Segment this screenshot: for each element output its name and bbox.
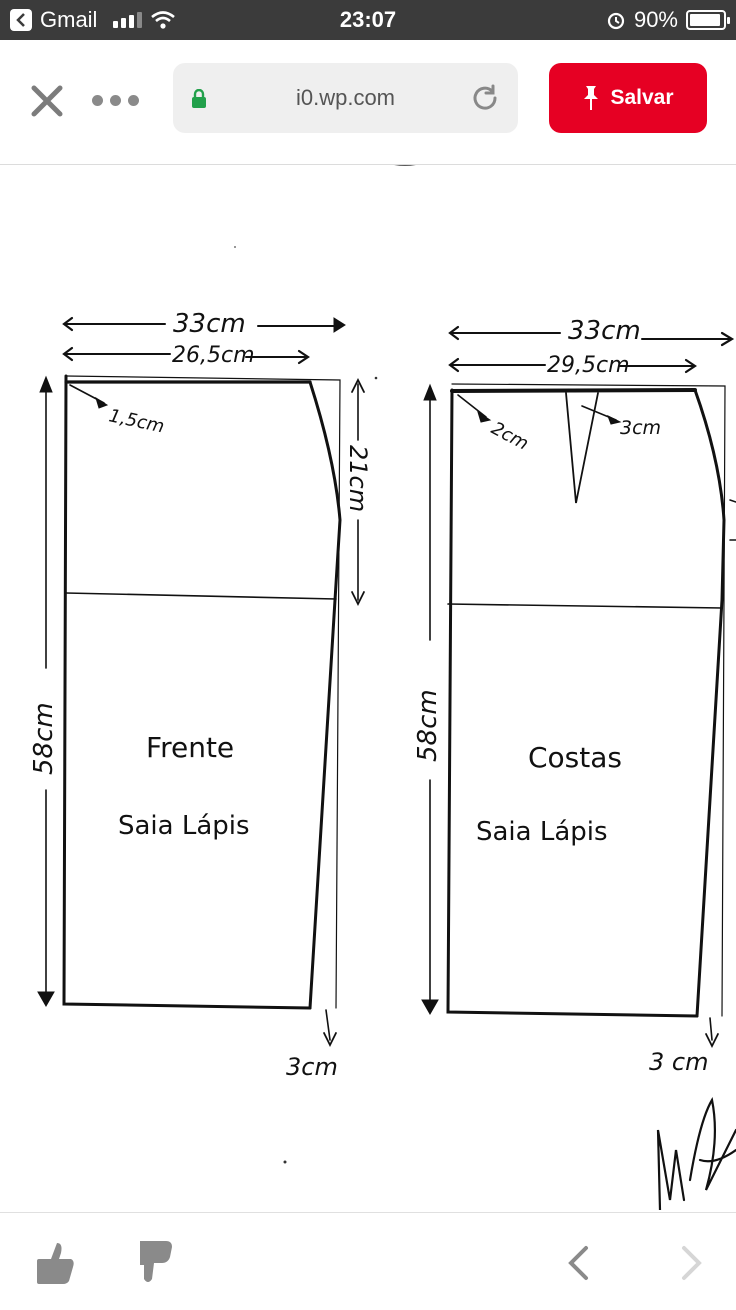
close-icon[interactable] <box>28 82 66 120</box>
back-app-label[interactable]: Gmail <box>40 7 98 32</box>
save-button-label: Salvar <box>610 86 674 109</box>
status-bar: Gmail 23:07 90% <box>0 0 736 40</box>
back-hem-offset: 3 cm <box>649 1048 708 1076</box>
url-bar[interactable]: i0.wp.com <box>173 63 518 133</box>
more-icon[interactable] <box>92 92 144 108</box>
status-left: Gmail <box>10 7 176 33</box>
front-subtitle: Saia Lápis <box>118 811 250 841</box>
browser-sheet: i0.wp.com Salvar <box>0 40 736 1310</box>
front-panel <box>37 316 365 1048</box>
front-width-top: 33cm <box>173 309 246 339</box>
skirt-pattern-drawing: 33cm 26,5cm 1,5cm 21cm 58cm 3cm Frente S… <box>29 165 736 1210</box>
back-width-inner: 29,5cm <box>547 353 630 378</box>
front-corner-label: 1,5cm <box>107 405 166 437</box>
reload-icon[interactable] <box>470 83 500 113</box>
bottom-toolbar <box>0 1212 736 1310</box>
back-corner-label: 2cm <box>488 418 532 455</box>
front-hem-offset: 3cm <box>286 1053 338 1081</box>
back-subtitle: Saia Lápis <box>476 817 608 847</box>
status-right: 90% <box>606 7 730 33</box>
front-title: Frente <box>146 731 234 764</box>
save-button[interactable]: Salvar <box>549 63 707 133</box>
back-dart-label: 3cm <box>620 417 661 439</box>
front-hip-depth: 21cm <box>344 445 372 512</box>
alarm-icon <box>607 12 625 30</box>
browser-toolbar: i0.wp.com Salvar <box>0 40 736 165</box>
battery-icon <box>686 10 730 30</box>
chevron-left-icon[interactable] <box>566 1245 592 1281</box>
lock-icon <box>192 89 206 108</box>
chevron-right-icon[interactable] <box>678 1245 704 1281</box>
back-length: 58cm <box>413 689 443 762</box>
wifi-icon <box>151 11 176 29</box>
back-panel <box>421 325 736 1049</box>
thumbs-up-icon[interactable] <box>35 1239 77 1285</box>
front-width-inner: 26,5cm <box>172 343 255 368</box>
back-title: Costas <box>528 741 622 774</box>
status-time: 23:07 <box>339 7 397 32</box>
pattern-image: 33cm 26,5cm 1,5cm 21cm 58cm 3cm Frente S… <box>0 165 736 1210</box>
back-width-top: 33cm <box>568 316 641 346</box>
front-length: 58cm <box>29 702 59 775</box>
thumbs-down-icon[interactable] <box>132 1239 174 1285</box>
url-text: i0.wp.com <box>295 85 396 110</box>
signal-icon <box>113 12 143 28</box>
pin-icon <box>584 86 599 110</box>
signature <box>656 1096 736 1210</box>
battery-percent: 90% <box>633 7 678 32</box>
back-to-app-icon[interactable] <box>10 9 32 31</box>
